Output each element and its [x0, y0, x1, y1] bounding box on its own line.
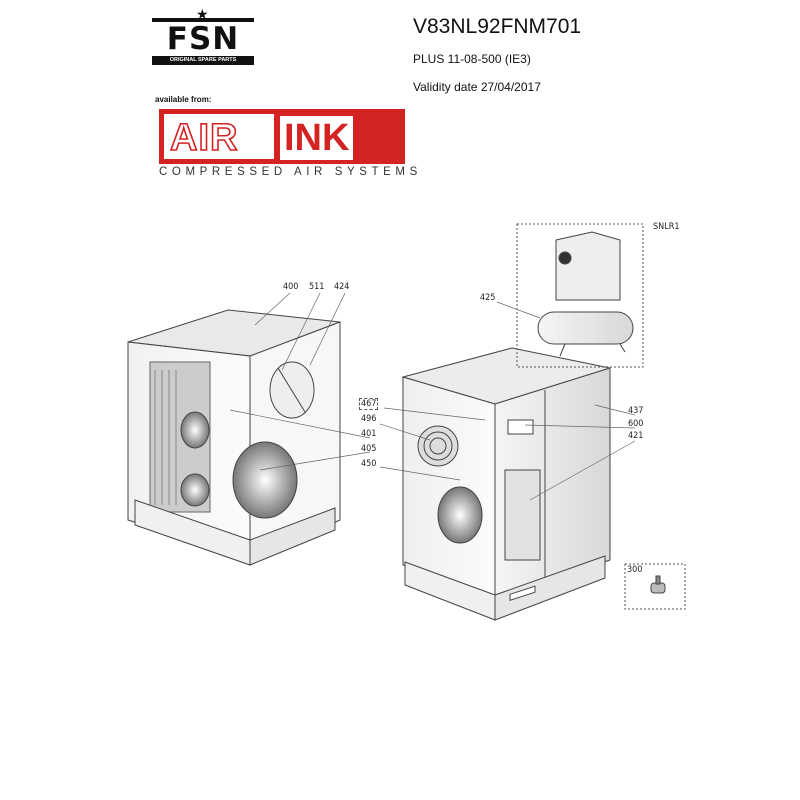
callout-snlr1: SNLR1 [653, 222, 680, 232]
anti-vibration-mount [650, 575, 666, 594]
model-name: PLUS 11-08-500 (IE3) [413, 52, 531, 66]
callout-421: 421 [628, 431, 644, 441]
part-code: V83NL92FNM701 [413, 15, 582, 38]
callout-401: 401 [361, 429, 377, 439]
tank-mounted-unit [537, 231, 634, 357]
snlr1-inset-frame [516, 223, 644, 368]
airlink-logo: AIR INK [159, 109, 405, 164]
fsn-logo: ★ FSN ORIGINAL SPARE PARTS [152, 6, 254, 65]
callout-424: 424 [334, 282, 350, 292]
star-icon: ★ [196, 6, 209, 22]
callout-437: 437 [628, 406, 644, 416]
callout-300: 300 [627, 565, 643, 575]
compressor-closed-view [401, 347, 611, 621]
compressor-open-view [127, 309, 341, 566]
callout-496: 496 [361, 414, 377, 424]
callout-leaders [229, 292, 636, 501]
callout-511: 511 [309, 282, 325, 292]
callout-405: 405 [361, 444, 377, 454]
callout-450: 450 [361, 459, 377, 469]
callout-400: 400 [283, 282, 299, 292]
callout-425: 425 [480, 293, 496, 303]
supplier-tagline: COMPRESSED AIR SYSTEMS [159, 166, 422, 178]
validity-date: Validity date 27/04/2017 [413, 80, 541, 94]
callout-600: 600 [628, 419, 644, 429]
part-300-inset-frame [624, 563, 686, 610]
available-from-label: available from: [155, 95, 212, 104]
callout-467: 467 [359, 398, 379, 410]
